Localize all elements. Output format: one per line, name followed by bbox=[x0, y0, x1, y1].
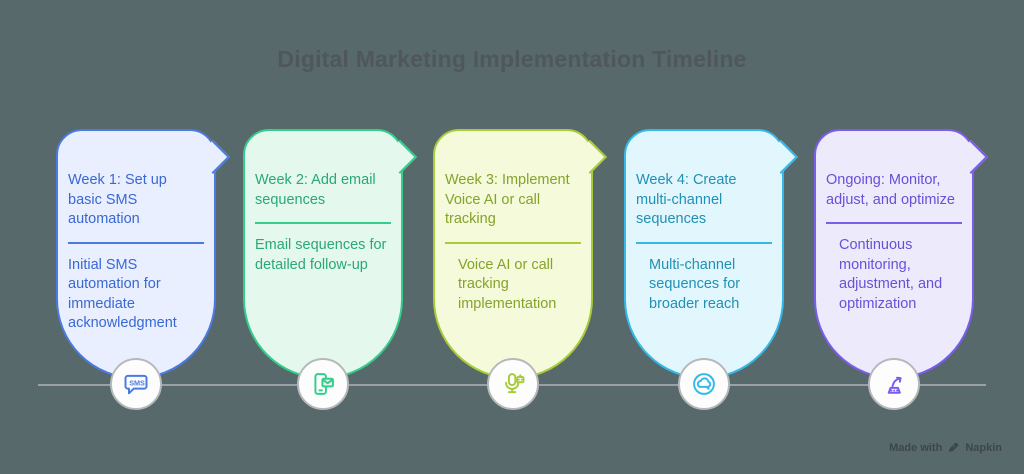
phone-email-icon bbox=[314, 373, 334, 395]
timeline-card-week1: Week 1: Set up basic SMS automation Init… bbox=[56, 129, 230, 411]
speech-bubble bbox=[433, 129, 593, 379]
sms-chat-icon: SMS bbox=[124, 374, 148, 395]
card-body: Initial SMS automation for immediate ack… bbox=[68, 256, 177, 332]
divider bbox=[636, 241, 772, 244]
card-body: Email sequences for detailed follow-up bbox=[255, 237, 387, 273]
watermark-brand: Napkin bbox=[965, 441, 1002, 454]
watermark: Made with Napkin bbox=[889, 441, 1002, 454]
card-body: Continuous monitoring, adjustment, and o… bbox=[839, 237, 943, 312]
divider bbox=[445, 241, 581, 244]
card-title: Ongoing: Monitor, adjust, and optimize bbox=[826, 172, 955, 208]
card-title: Week 1: Set up basic SMS automation bbox=[68, 172, 167, 228]
voice-ai-mic-icon bbox=[505, 373, 525, 394]
timeline-card-week2: Week 2: Add email sequences Email sequen… bbox=[243, 129, 417, 411]
timeline-node bbox=[487, 358, 539, 410]
multi-channel-cloud-icon bbox=[693, 373, 715, 395]
card-title: Week 3: Implement Voice AI or call track… bbox=[445, 172, 570, 228]
divider bbox=[68, 241, 204, 244]
watermark-prefix: Made with bbox=[889, 441, 943, 454]
card-body: Multi-channel sequences for broader reac… bbox=[649, 256, 741, 312]
timeline-node: SMS bbox=[110, 358, 162, 410]
card-body: Voice AI or call tracking implementation bbox=[458, 256, 557, 312]
timeline-card-week3: Week 3: Implement Voice AI or call track… bbox=[433, 129, 607, 411]
card-title: Week 4: Create multi-channel sequences bbox=[636, 172, 737, 228]
speech-bubble bbox=[624, 129, 784, 379]
divider bbox=[255, 222, 391, 225]
pen-nib-icon bbox=[948, 442, 959, 452]
timeline-node bbox=[297, 358, 349, 410]
optimize-gauge-icon bbox=[887, 376, 902, 394]
timeline-node bbox=[678, 358, 730, 410]
timeline-card-ongoing: Ongoing: Monitor, adjust, and optimize C… bbox=[814, 129, 988, 411]
card-title: Week 2: Add email sequences bbox=[255, 172, 376, 208]
speech-bubble bbox=[814, 129, 974, 379]
divider bbox=[826, 222, 962, 225]
speech-bubble bbox=[56, 129, 216, 379]
speech-bubble bbox=[243, 129, 403, 379]
timeline-card-week4: Week 4: Create multi-channel sequences M… bbox=[624, 129, 798, 411]
page-title: Digital Marketing Implementation Timelin… bbox=[277, 46, 747, 72]
svg-text:SMS: SMS bbox=[129, 378, 145, 387]
timeline-node bbox=[868, 358, 920, 410]
